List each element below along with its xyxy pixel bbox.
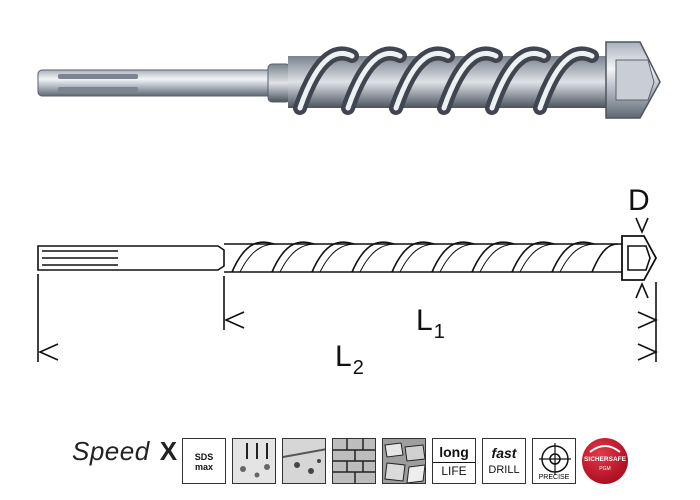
masonry-icon [382,438,426,484]
precise-icon: PRECISE [532,438,576,484]
label-total-length: L2 [335,340,364,379]
reinforced-concrete-icon [282,438,326,484]
label-working-length: L1 [416,304,445,343]
dimension-l1 [223,276,658,362]
drawing-head [621,235,658,281]
dimension-d [635,217,649,299]
flute-spirals [293,46,599,115]
brick-icon [332,438,376,484]
long-life-icon: long LIFE [432,438,476,484]
label-diameter: D [628,184,650,217]
feature-icons: SDS max long LIFE fast DRILL PRECISE [182,438,628,486]
dimension-l2 [37,274,658,362]
concrete-icon [232,438,276,484]
sds-max-icon: SDS max [182,438,226,484]
sichersafe-icon: SICHERSAFE PGM [582,438,628,484]
drawing-shank [37,245,225,271]
shank-groove [58,87,138,92]
shank-groove [58,74,138,79]
fast-drill-icon: fast DRILL [482,438,526,484]
drawing-spirals [231,241,619,273]
